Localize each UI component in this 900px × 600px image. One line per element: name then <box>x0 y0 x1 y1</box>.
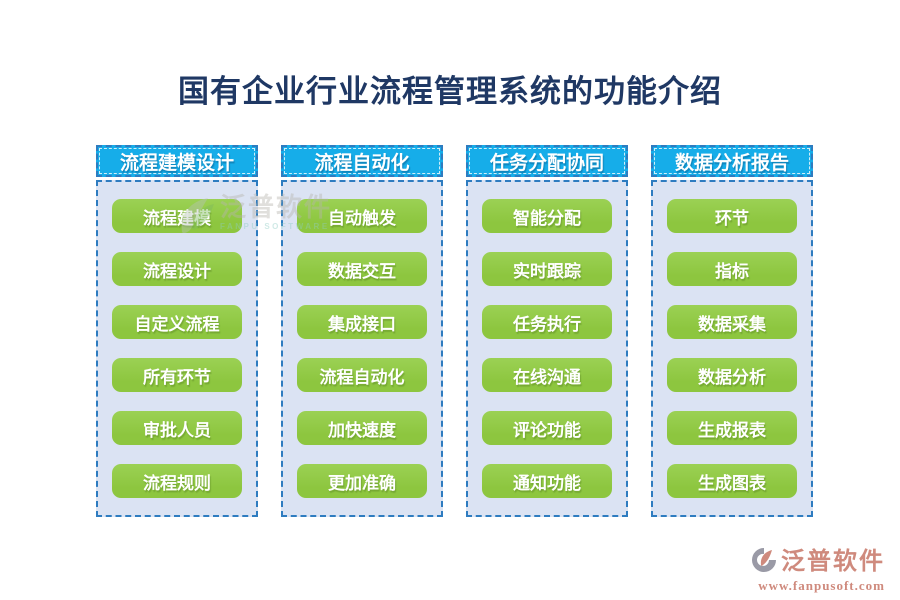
column-body: 流程建模 流程设计 自定义流程 所有环节 审批人员 流程规则 <box>96 180 258 517</box>
feature-column: 流程建模设计 流程建模 流程设计 自定义流程 所有环节 审批人员 流程规则 <box>96 145 258 517</box>
feature-button[interactable]: 生成报表 <box>667 411 797 445</box>
page-title: 国有企业行业流程管理系统的功能介绍 <box>178 74 722 109</box>
feature-button[interactable]: 审批人员 <box>112 411 242 445</box>
feature-button[interactable]: 流程建模 <box>112 199 242 233</box>
column-body: 自动触发 数据交互 集成接口 流程自动化 加快速度 更加准确 <box>281 180 443 517</box>
feature-button[interactable]: 数据采集 <box>667 305 797 339</box>
column-header: 数据分析报告 <box>651 145 813 177</box>
column-header-label: 数据分析报告 <box>674 152 789 174</box>
footer-url: www.fanpusoft.com <box>758 578 885 593</box>
feature-button[interactable]: 生成图表 <box>667 464 797 498</box>
fanpu-logo-icon <box>751 547 777 577</box>
footer-brand-text: 泛普软件 <box>781 549 885 575</box>
feature-button[interactable]: 自动触发 <box>297 199 427 233</box>
feature-button[interactable]: 数据分析 <box>667 358 797 392</box>
feature-button[interactable]: 评论功能 <box>482 411 612 445</box>
feature-button[interactable]: 指标 <box>667 252 797 286</box>
column-header: 任务分配协同 <box>466 145 628 177</box>
feature-button[interactable]: 实时跟踪 <box>482 252 612 286</box>
column-header-label: 任务分配协同 <box>489 152 604 174</box>
feature-button[interactable]: 在线沟通 <box>482 358 612 392</box>
feature-button[interactable]: 集成接口 <box>297 305 427 339</box>
feature-button[interactable]: 数据交互 <box>297 252 427 286</box>
column-body: 环节 指标 数据采集 数据分析 生成报表 生成图表 <box>651 180 813 517</box>
feature-button[interactable]: 加快速度 <box>297 411 427 445</box>
column-body: 智能分配 实时跟踪 任务执行 在线沟通 评论功能 通知功能 <box>466 180 628 517</box>
column-header-label: 流程建模设计 <box>119 152 234 174</box>
feature-button[interactable]: 所有环节 <box>112 358 242 392</box>
column-header-label: 流程自动化 <box>314 152 410 174</box>
footer-logo: 泛普软件 www.fanpusoft.com <box>751 547 885 592</box>
feature-column: 任务分配协同 智能分配 实时跟踪 任务执行 在线沟通 评论功能 通知功能 <box>466 145 628 517</box>
feature-button[interactable]: 流程规则 <box>112 464 242 498</box>
feature-button[interactable]: 流程设计 <box>112 252 242 286</box>
feature-column: 数据分析报告 环节 指标 数据采集 数据分析 生成报表 生成图表 <box>651 145 813 517</box>
feature-column: 流程自动化 自动触发 数据交互 集成接口 流程自动化 加快速度 更加准确 <box>281 145 443 517</box>
feature-button[interactable]: 智能分配 <box>482 199 612 233</box>
feature-button[interactable]: 更加准确 <box>297 464 427 498</box>
feature-button[interactable]: 流程自动化 <box>297 358 427 392</box>
feature-columns: 流程建模设计 流程建模 流程设计 自定义流程 所有环节 审批人员 流程规则 流程… <box>96 145 813 517</box>
column-header: 流程建模设计 <box>96 145 258 177</box>
column-header: 流程自动化 <box>281 145 443 177</box>
feature-button[interactable]: 自定义流程 <box>112 305 242 339</box>
feature-button[interactable]: 任务执行 <box>482 305 612 339</box>
feature-button[interactable]: 通知功能 <box>482 464 612 498</box>
feature-button[interactable]: 环节 <box>667 199 797 233</box>
